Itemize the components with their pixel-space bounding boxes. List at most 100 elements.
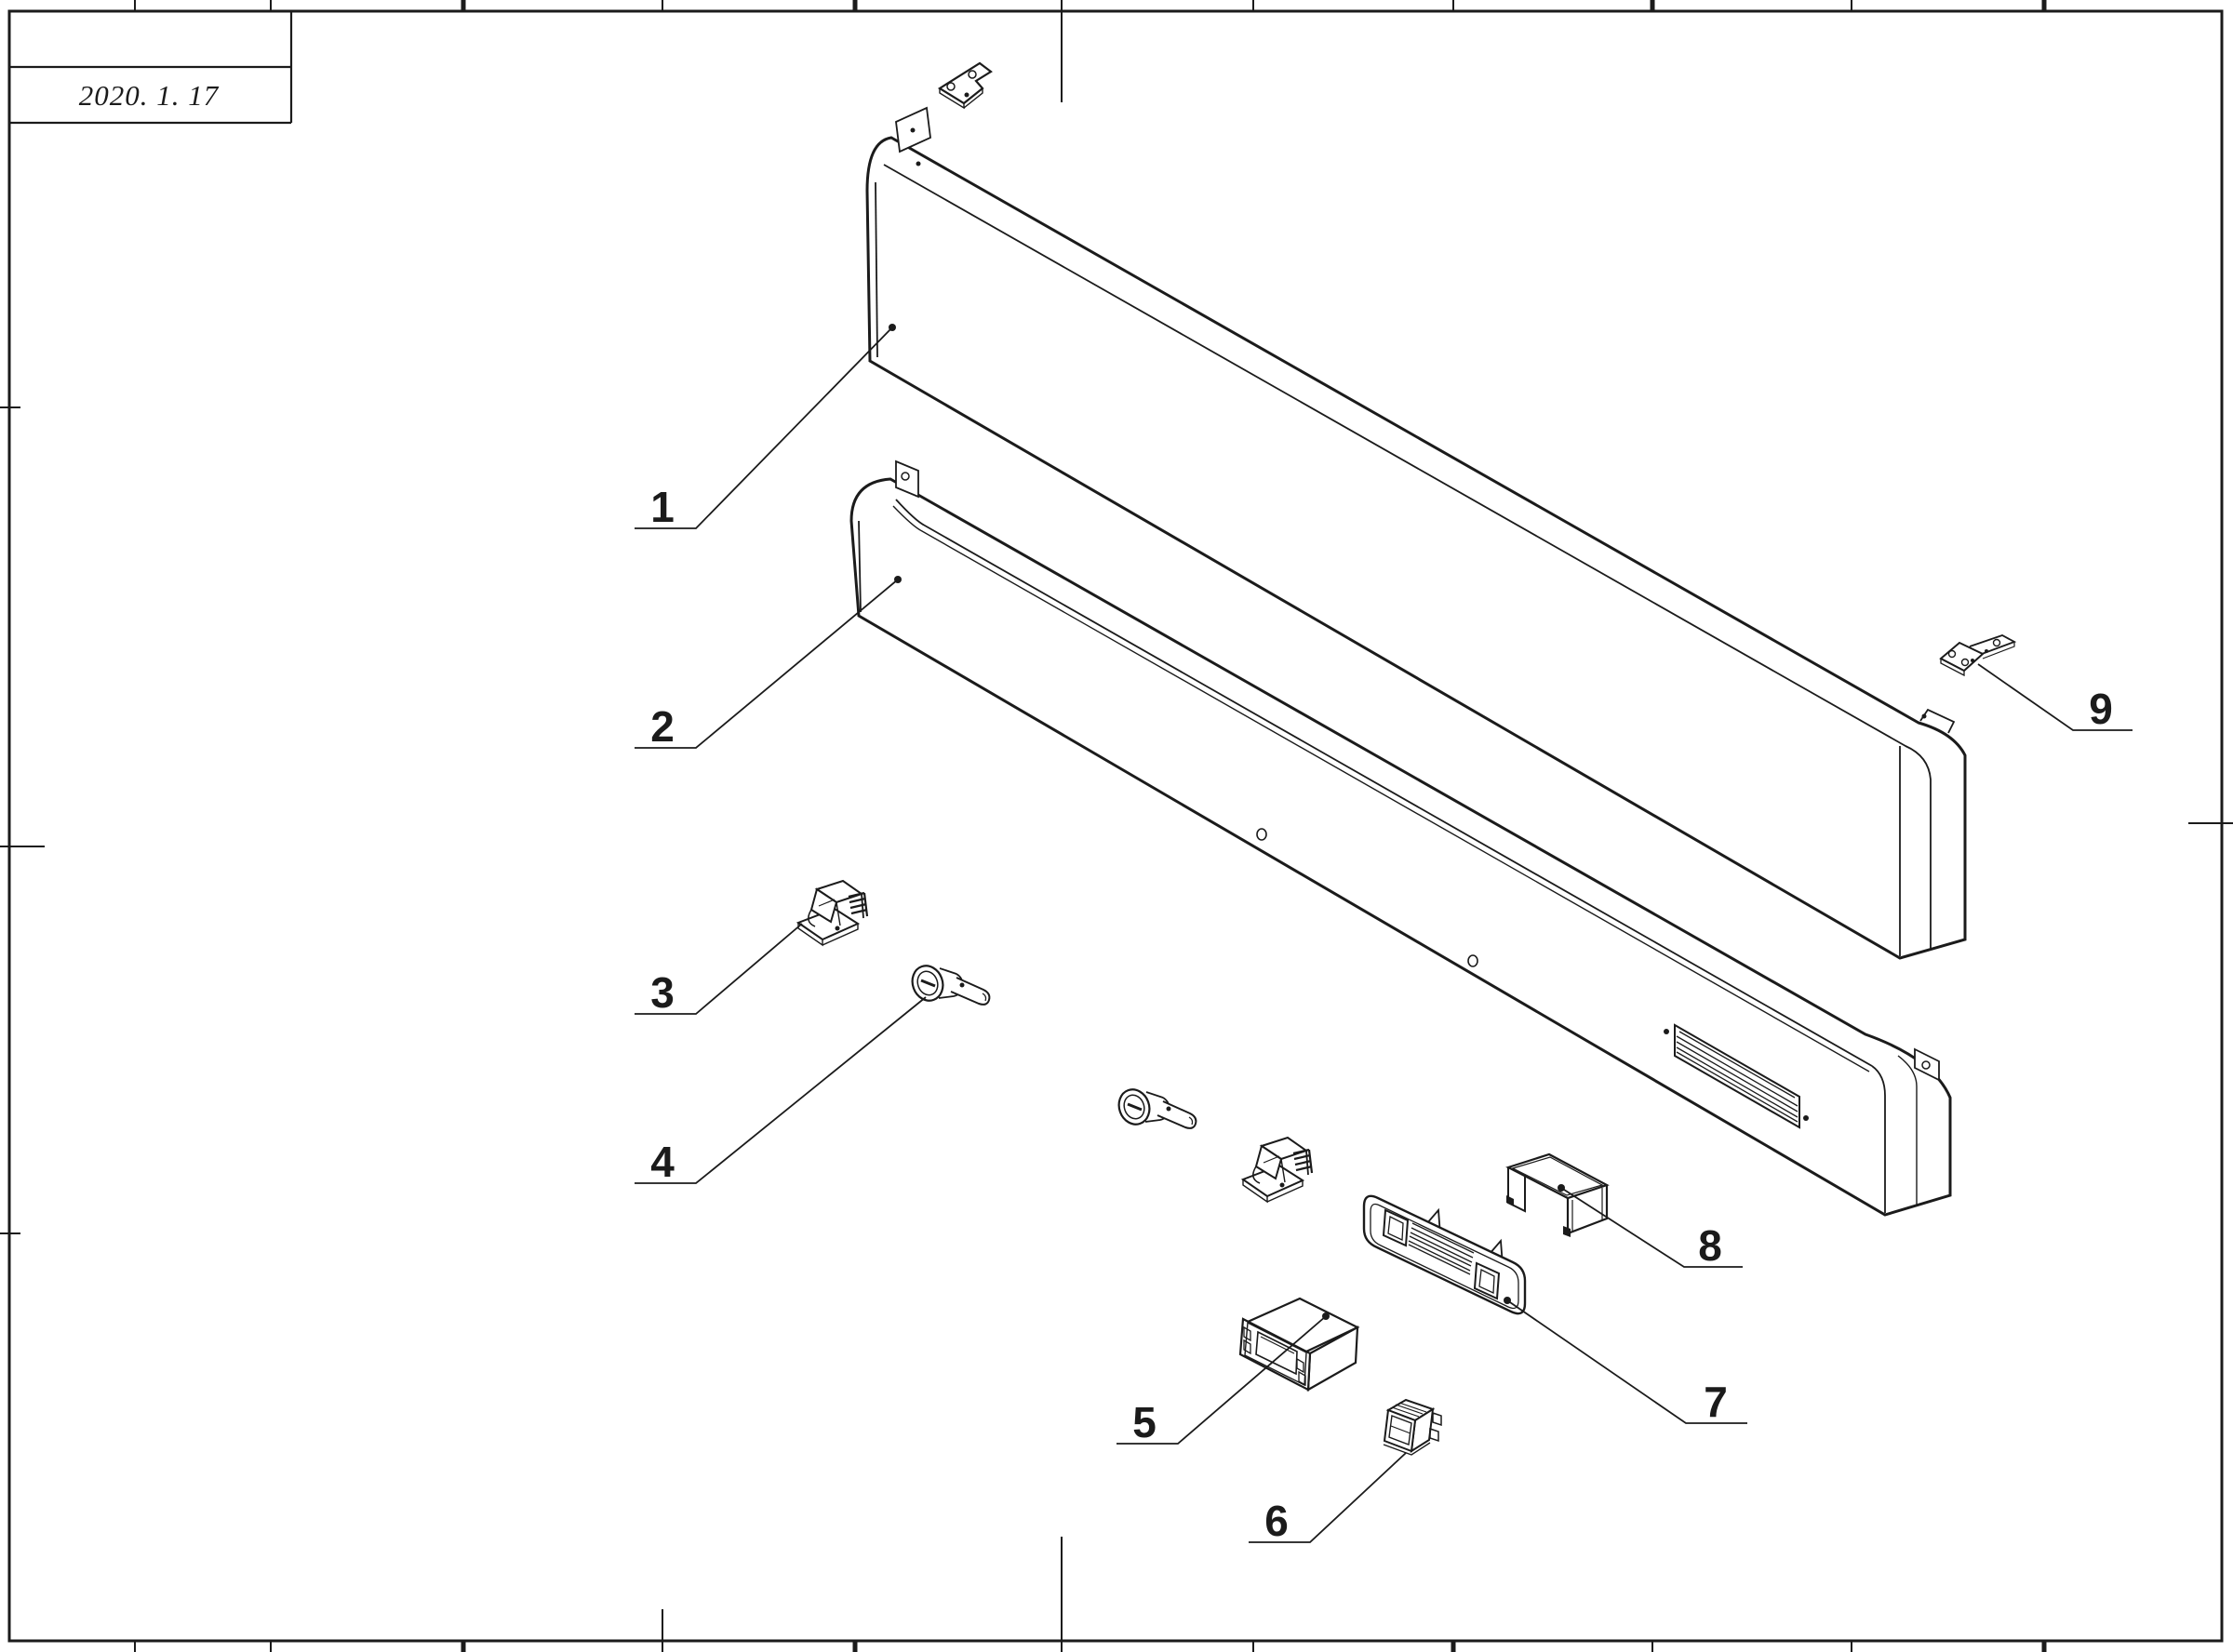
part-8-cover-channel xyxy=(1505,1152,1610,1237)
revision-date: 2020. 1. 17 xyxy=(79,79,220,112)
leader-dot xyxy=(1504,1297,1511,1304)
part-4-cam-lock xyxy=(911,965,991,1006)
switch-rocker-line xyxy=(1390,1425,1411,1434)
part-5-controller xyxy=(1238,1297,1360,1392)
latch-front-edge xyxy=(836,901,841,926)
panel1-outline xyxy=(865,136,1967,960)
bracket-hole xyxy=(946,82,956,91)
callout-4 xyxy=(635,996,927,1184)
panel2-mount-tab-right xyxy=(1914,1047,1940,1082)
leader-dot xyxy=(1558,1184,1565,1192)
cam-lock-duplicate xyxy=(1112,1084,1197,1130)
bracket9-stud xyxy=(1971,659,1974,662)
bracket-thickness xyxy=(939,88,983,110)
bracket9-arm-edge xyxy=(1982,642,2015,659)
part-9-end-bracket xyxy=(1939,634,2017,677)
callout-3 xyxy=(635,923,803,1015)
frame-outline xyxy=(1362,1194,1527,1315)
frame-louvers xyxy=(1408,1222,1475,1275)
callout-7 xyxy=(1504,1297,1747,1424)
panel2-tab-hole-right xyxy=(1921,1060,1931,1070)
panel2-tab-hole-left xyxy=(901,472,910,481)
switch-terminals xyxy=(1429,1411,1442,1443)
panel2-left-edge-inner xyxy=(858,520,862,613)
panel2-corner-fillet1 xyxy=(1871,1065,1886,1213)
cam-lever-hole xyxy=(959,982,965,988)
latch-front-curve xyxy=(808,909,816,927)
callout-6 xyxy=(1249,1452,1407,1543)
panel2-slot-screw xyxy=(1803,1115,1809,1121)
frame-window-right-inner xyxy=(1478,1269,1495,1294)
cover-foot xyxy=(1506,1195,1514,1206)
panel2-face-hole xyxy=(1467,954,1478,967)
controller-clips-right xyxy=(1296,1357,1306,1387)
frame-window-left-inner xyxy=(1387,1216,1404,1241)
callout-4-label: 4 xyxy=(650,1138,675,1186)
callout-2-label: 2 xyxy=(650,702,675,751)
panel2-slot-screw xyxy=(1664,1029,1669,1034)
zone-ticks-sides xyxy=(0,406,2233,1234)
corner-bracket-top xyxy=(937,61,993,110)
part-6-rocker-switch xyxy=(1383,1398,1442,1456)
latch-stud xyxy=(835,926,840,931)
latch-connector-teeth xyxy=(848,891,869,917)
bracket9-hole xyxy=(1947,649,1957,659)
zone-ticks-top xyxy=(134,0,2047,11)
callout-1-label: 1 xyxy=(650,483,675,531)
switch-base-lip xyxy=(1383,1442,1431,1456)
latch-crease xyxy=(818,899,836,907)
bracket-hole xyxy=(968,70,977,79)
leader-dot xyxy=(1322,1312,1330,1320)
switch-front-face xyxy=(1383,1408,1417,1453)
callout-9-label: 9 xyxy=(2089,685,2113,733)
panel2-rail-edge2 xyxy=(892,505,1870,1072)
callout-2 xyxy=(635,576,902,749)
panel1-tab-hole xyxy=(910,127,916,133)
sheet-border xyxy=(7,0,2224,1652)
panel2-vent-slot xyxy=(1674,1023,1800,1129)
panel2-corner-fillet2 xyxy=(1897,1055,1918,1206)
cam-lever xyxy=(950,977,991,1006)
panel2-rail-edge xyxy=(895,499,1873,1067)
callout-8-label: 8 xyxy=(1698,1221,1722,1270)
bracket9-hole xyxy=(1960,658,1970,667)
callout-1 xyxy=(635,324,896,529)
part-1-upper-panel xyxy=(865,106,1967,960)
panel1-top-strip xyxy=(883,164,1932,949)
switch-top-ribs xyxy=(1391,1402,1427,1418)
part-7-mount-frame xyxy=(1362,1194,1527,1315)
bracket-stud xyxy=(964,92,969,98)
callout-5-label: 5 xyxy=(1132,1398,1157,1446)
title-block xyxy=(9,11,293,125)
controller-clips-left xyxy=(1243,1326,1251,1355)
key-slot xyxy=(920,979,936,988)
callout-9 xyxy=(1977,663,2133,731)
part-2-lower-panel xyxy=(849,460,1952,1217)
callout-leaders xyxy=(635,324,2133,1543)
lock-cylinder xyxy=(916,970,939,996)
bracket9-arm xyxy=(1969,634,2017,655)
panel2-vent-louvers xyxy=(1676,1031,1798,1123)
bracket9-thickness xyxy=(1940,659,1965,677)
cam-lever-tip xyxy=(982,993,987,1002)
bracket9-stud xyxy=(1985,649,1988,653)
border-rect xyxy=(7,9,2224,1643)
switch-rocker xyxy=(1388,1415,1412,1446)
controller-screen xyxy=(1255,1330,1298,1376)
controller-screen-line xyxy=(1260,1336,1295,1354)
panel1-strip-screw-right xyxy=(1921,713,1927,719)
panel1-left-edge-inner xyxy=(875,181,878,358)
latch-base-thickness xyxy=(797,923,859,947)
panel2-face-hole xyxy=(1256,828,1267,841)
leader-dot xyxy=(889,324,896,331)
latch-body-front xyxy=(809,887,838,924)
cover-left-leg xyxy=(1507,1167,1526,1213)
cover-foot xyxy=(1563,1226,1571,1237)
part-3-latch xyxy=(796,879,869,947)
cover-front-leg xyxy=(1566,1185,1609,1235)
panel1-strip-screw xyxy=(916,161,921,167)
zone-ticks-bottom xyxy=(134,1609,2047,1652)
frame-window-left xyxy=(1382,1208,1410,1247)
